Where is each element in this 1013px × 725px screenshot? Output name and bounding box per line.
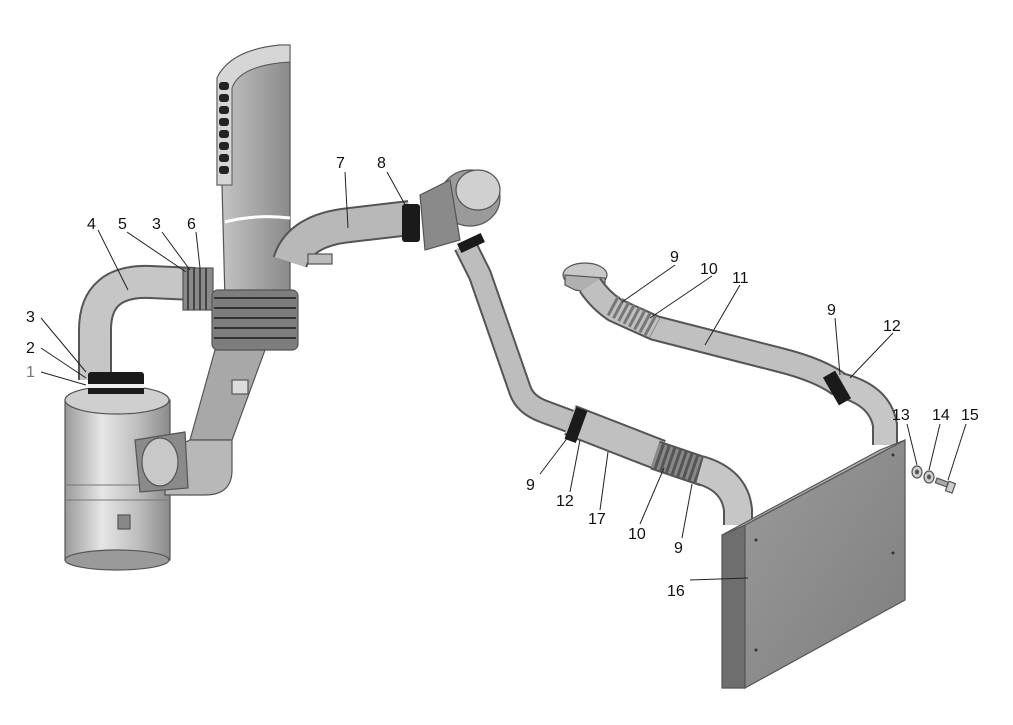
intake-elbow-pipe: [78, 264, 196, 380]
callout-8: 8: [377, 155, 386, 172]
snorkel-base-bellows: [211, 289, 299, 351]
callout-2: 2: [26, 340, 35, 357]
callout-10-lower: 10: [628, 526, 646, 543]
snorkel-intake-slots: [219, 82, 229, 174]
callout-14: 14: [932, 407, 950, 424]
turbo-inlet-clamp: [402, 204, 420, 242]
callout-9-upper-right: 9: [827, 302, 836, 319]
callout-9-lower-right: 9: [674, 540, 683, 557]
callout-16: 16: [667, 583, 685, 600]
callout-6: 6: [187, 216, 196, 233]
fastener-washer-13: [911, 465, 923, 479]
filter-clamp: [88, 372, 144, 394]
callout-9-lower-left: 9: [526, 477, 535, 494]
snorkel-tower: [216, 44, 291, 301]
turbo-outlet-pipe: [454, 232, 585, 437]
callout-10-upper: 10: [700, 261, 718, 278]
callout-12-lower: 12: [556, 493, 574, 510]
callout-labels: 1 2 3 4 5 3 6 7 8 9 10 11 9 12 13 14 15 …: [26, 155, 979, 600]
callout-15: 15: [961, 407, 979, 424]
upper-bellows: [182, 267, 214, 311]
callout-9-upper-left: 9: [670, 249, 679, 266]
callout-5: 5: [118, 216, 127, 233]
callout-12-upper: 12: [883, 318, 901, 335]
intake-pipe-to-turbo: [272, 200, 413, 269]
lower-elbow: [695, 455, 753, 525]
turbocharger: [419, 169, 501, 251]
upper-return-pipe: [562, 262, 898, 445]
callout-4: 4: [87, 216, 96, 233]
lower-hose-bellows: [650, 440, 710, 487]
callout-3-top: 3: [152, 216, 161, 233]
callout-13: 13: [892, 407, 910, 424]
fastener-bolt-15: [934, 477, 957, 494]
leader-lines: [40, 171, 967, 581]
intercooler-core: [721, 439, 906, 690]
fastener-washer-14: [923, 470, 935, 484]
callout-3-left: 3: [26, 309, 35, 326]
callout-17: 17: [588, 511, 606, 528]
callout-7: 7: [336, 155, 345, 172]
callout-1: 1: [26, 364, 35, 381]
lower-duct: [134, 349, 266, 496]
callout-11: 11: [732, 270, 749, 287]
